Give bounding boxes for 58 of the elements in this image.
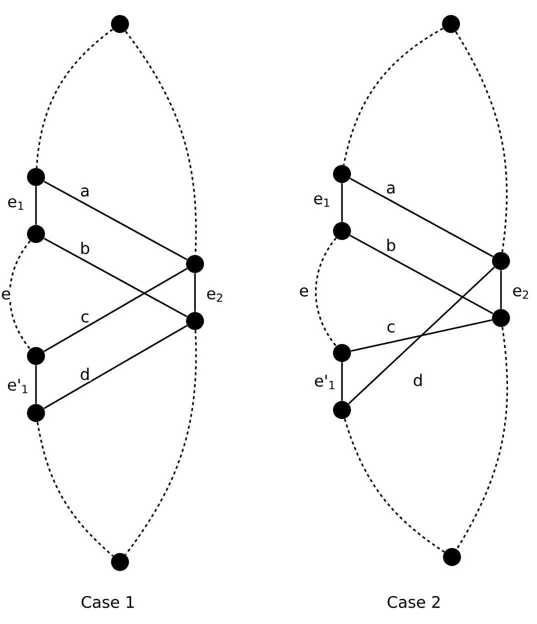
edge-line	[500, 270, 502, 309]
case-caption: Case 1	[82, 596, 134, 608]
case-caption: Case 2	[388, 596, 440, 608]
edge-label: e$_{2}$	[205, 289, 225, 303]
edge-label: d	[412, 372, 424, 388]
edge-line	[35, 365, 37, 404]
vertex-dot	[27, 225, 45, 243]
edge-line	[44, 324, 188, 410]
vertex-dot	[333, 165, 351, 183]
vertex-dot	[443, 548, 461, 566]
edge-label: c	[80, 312, 90, 324]
vertex-dot	[27, 404, 45, 422]
edge-label: e$_{1}$	[312, 194, 332, 208]
vertex-dot	[333, 401, 351, 419]
dashed-curve	[36, 422, 114, 557]
edge-label: b	[384, 238, 398, 252]
edge-label: e$_{1}$	[6, 197, 26, 211]
edge-line	[350, 178, 494, 258]
edge-line	[350, 319, 492, 352]
dashed-curve	[344, 418, 445, 553]
edge-label: a	[385, 183, 397, 195]
edge-label: e	[298, 286, 310, 298]
vertex-dot	[27, 347, 45, 365]
dashed-curve	[456, 327, 508, 550]
edge-line	[341, 183, 343, 222]
vertex-dot	[27, 168, 45, 186]
dashed-curve	[124, 330, 197, 556]
vertex-dot	[186, 255, 204, 273]
edge-line	[350, 234, 494, 314]
edge-label: e$_{2}$	[511, 286, 531, 300]
edge-label: d	[78, 366, 92, 382]
vertex-dot	[442, 15, 460, 33]
edge-label: e	[0, 289, 12, 301]
edge-line	[44, 268, 188, 352]
edge-line	[44, 180, 188, 260]
edge-line	[194, 273, 196, 312]
vertex-dot	[186, 312, 204, 330]
edge-line	[44, 238, 188, 318]
edge-label: a	[79, 186, 91, 198]
edge-label: b	[78, 240, 92, 256]
edge-line	[348, 266, 495, 404]
vertex-dot	[492, 252, 510, 270]
vertex-dot	[333, 222, 351, 240]
edge-line	[35, 186, 37, 225]
edge-label: c	[386, 322, 396, 334]
edge-line	[341, 362, 343, 401]
dashed-curve	[9, 240, 31, 350]
dashed-curve	[342, 28, 444, 166]
dashed-curve	[455, 31, 508, 252]
edge-label: e'$_{1}$	[6, 378, 30, 394]
edge-label: e'$_{1}$	[313, 374, 337, 390]
vertex-dot	[111, 15, 129, 33]
vertex-dot	[492, 309, 510, 327]
dashed-curve	[36, 28, 114, 168]
dashed-curve	[315, 238, 337, 346]
vertex-dot	[111, 553, 129, 571]
vertex-dot	[333, 344, 351, 362]
dashed-curve	[124, 30, 197, 255]
